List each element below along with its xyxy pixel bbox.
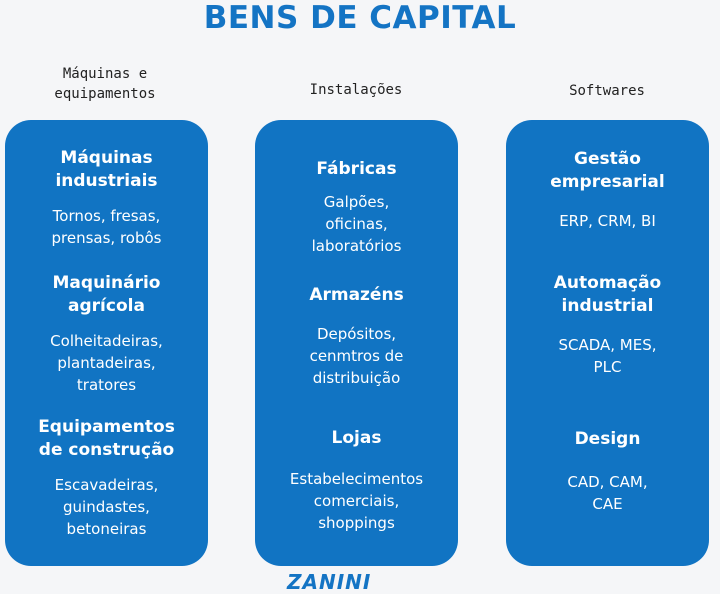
group-body: SCADA, MES, PLC	[558, 336, 657, 376]
card-machines: Máquinas industriais Tornos, fresas, pre…	[5, 120, 208, 566]
group-heading: Fábricas	[316, 159, 397, 179]
group-body: Colheitadeiras, plantadeiras, tratores	[50, 332, 163, 394]
group-warehouses: Armazéns Depósitos, cenmtros de distribu…	[255, 284, 458, 389]
card-software: Gestão empresarial ERP, CRM, BI Automaçã…	[506, 120, 709, 566]
group-heading: Lojas	[331, 428, 382, 448]
group-body: Estabelecimentos comerciais, shoppings	[289, 470, 424, 532]
group-design: Design CAD, CAM, CAE	[506, 428, 709, 515]
column-header-software: Softwares	[569, 83, 645, 99]
group-body: Depósitos, cenmtros de distribuição	[309, 325, 404, 387]
group-body: Galpões, oficinas, laboratórios	[311, 193, 402, 255]
brand-logo: ZANINI	[287, 570, 372, 594]
group-heading: Design	[574, 429, 641, 449]
group-stores: Lojas Estabelecimentos comerciais, shopp…	[255, 427, 458, 534]
group-body: Escavadeiras, guindastes, betoneiras	[54, 476, 159, 538]
group-heading: Armazéns	[309, 285, 404, 305]
group-heading: Automação industrial	[553, 273, 662, 316]
page-title: BENS DE CAPITAL	[203, 0, 517, 36]
group-body: Tornos, fresas, prensas, robôs	[51, 207, 162, 247]
group-industrial-automation: Automação industrial SCADA, MES, PLC	[506, 272, 709, 378]
group-industrial-machines: Máquinas industriais Tornos, fresas, pre…	[5, 147, 208, 249]
group-heading: Gestão empresarial	[550, 149, 665, 192]
group-heading: Maquinário agrícola	[52, 273, 161, 316]
group-heading: Máquinas industriais	[55, 148, 158, 191]
group-heading: Equipamentos de construção	[38, 417, 175, 460]
column-header-machines: Máquinas e equipamentos	[54, 66, 156, 102]
card-installations: Fábricas Galpões, oficinas, laboratórios…	[255, 120, 458, 566]
group-construction-equipment: Equipamentos de construção Escavadeiras,…	[5, 416, 208, 540]
group-factories: Fábricas Galpões, oficinas, laboratórios	[255, 158, 458, 257]
group-agricultural-machinery: Maquinário agrícola Colheitadeiras, plan…	[5, 272, 208, 396]
column-header-installations: Instalações	[309, 82, 403, 98]
group-body: CAD, CAM, CAE	[567, 473, 648, 513]
group-business-management: Gestão empresarial ERP, CRM, BI	[506, 148, 709, 232]
group-body: ERP, CRM, BI	[559, 212, 656, 230]
